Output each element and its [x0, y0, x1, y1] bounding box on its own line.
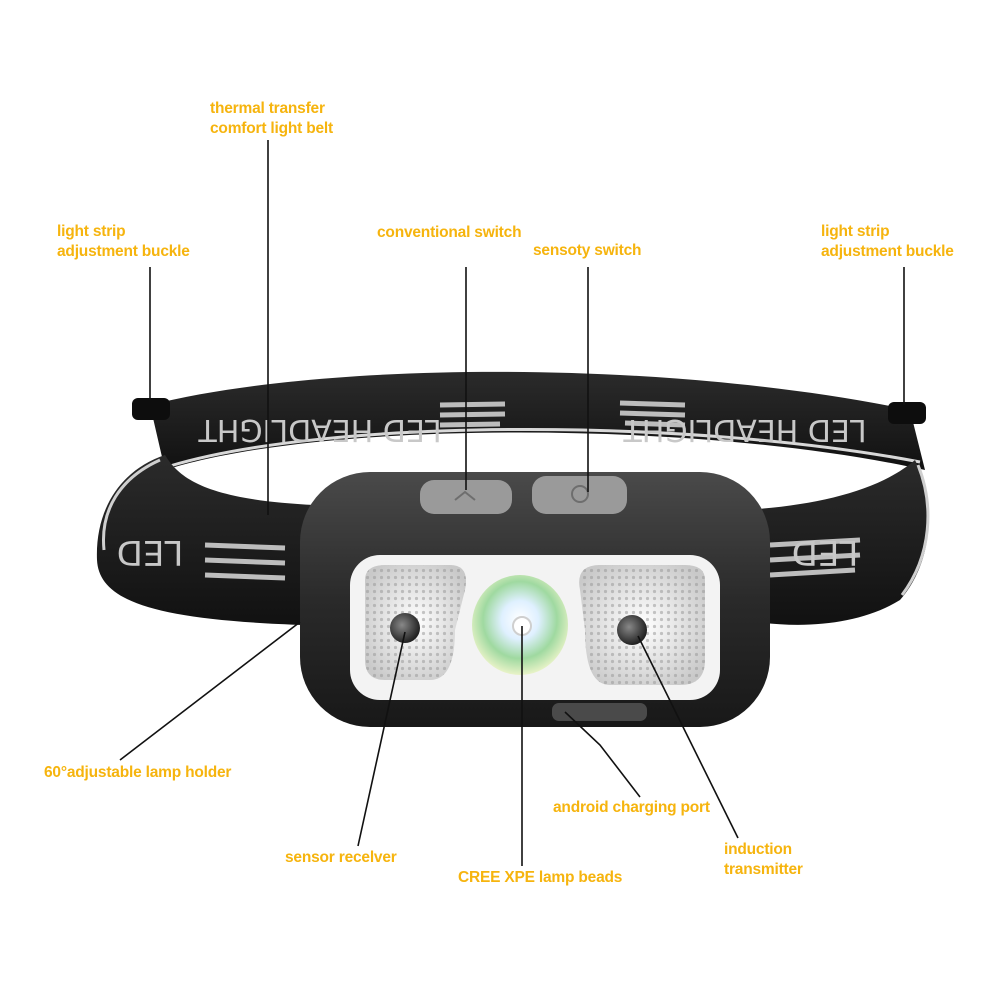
buckle-left — [132, 398, 170, 420]
label-charging-port: android charging port — [553, 798, 710, 818]
label-buckle-right-line2: adjustment buckle — [821, 243, 954, 260]
label-sensory-switch: sensoty switch — [533, 241, 642, 261]
strap-text-front-left: LED — [117, 532, 184, 572]
leader-sensor-receiver — [357, 631, 406, 847]
label-buckle-left-line2: adjustment buckle — [57, 243, 190, 260]
strap-back — [150, 371, 925, 470]
label-buckle-right-line1: light strip — [821, 223, 890, 240]
label-sensory-switch-text: sensoty switch — [533, 242, 642, 259]
strap-back-edge — [169, 428, 921, 468]
sensor-receiver-lens — [390, 613, 420, 643]
induction-transmitter-lens — [617, 615, 647, 645]
label-lamp-holder-text: 60°adjustable lamp holder — [44, 764, 232, 781]
label-sensor-receiver-text: sensor recelver — [285, 849, 397, 866]
strap-text-back-right: LED HEADLIGHT — [623, 412, 867, 447]
strap-text-front-right: LED — [792, 532, 859, 572]
label-lamp-beads-text: CREE XPE lamp beads — [458, 869, 623, 886]
strap-front-left — [96, 455, 315, 625]
label-buckle-left: light strip adjustment buckle — [57, 222, 190, 262]
label-conventional-switch-text: conventional switch — [377, 224, 522, 241]
strap-front-right-edge — [900, 464, 930, 596]
label-thermal-transfer-belt: thermal transfer comfort light belt — [210, 99, 333, 139]
strap-front-left-edge — [101, 458, 161, 551]
conventional-switch-icon — [454, 490, 476, 501]
strap-stripes — [204, 400, 861, 581]
sensory-switch-button[interactable] — [532, 476, 627, 514]
sensory-switch-icon — [571, 485, 589, 503]
leader-induction — [637, 635, 739, 839]
leader-lines — [119, 140, 905, 866]
label-thermal-line2: comfort light belt — [210, 120, 333, 137]
label-buckle-left-line1: light strip — [57, 223, 126, 240]
label-buckle-right: light strip adjustment buckle — [821, 222, 954, 262]
label-induction-line2: transmitter — [724, 861, 803, 878]
leader-charging-port — [564, 711, 641, 798]
label-lamp-beads: CREE XPE lamp beads — [458, 868, 622, 888]
label-charging-port-text: android charging port — [553, 799, 710, 816]
conventional-switch-button[interactable] — [420, 480, 512, 514]
buckle-right — [888, 402, 926, 424]
label-thermal-line1: thermal transfer — [210, 100, 325, 117]
label-sensor-receiver: sensor recelver — [285, 848, 397, 868]
leader-lamp-holder — [119, 621, 301, 761]
strap-text-back-left: LED HEADLIGHT — [198, 412, 442, 447]
label-induction-line1: induction — [724, 841, 792, 858]
label-lamp-holder: 60°adjustable lamp holder — [44, 763, 231, 783]
charging-port — [552, 703, 647, 721]
label-conventional-switch: conventional switch — [377, 223, 522, 243]
label-induction-transmitter: induction transmitter — [724, 840, 803, 880]
